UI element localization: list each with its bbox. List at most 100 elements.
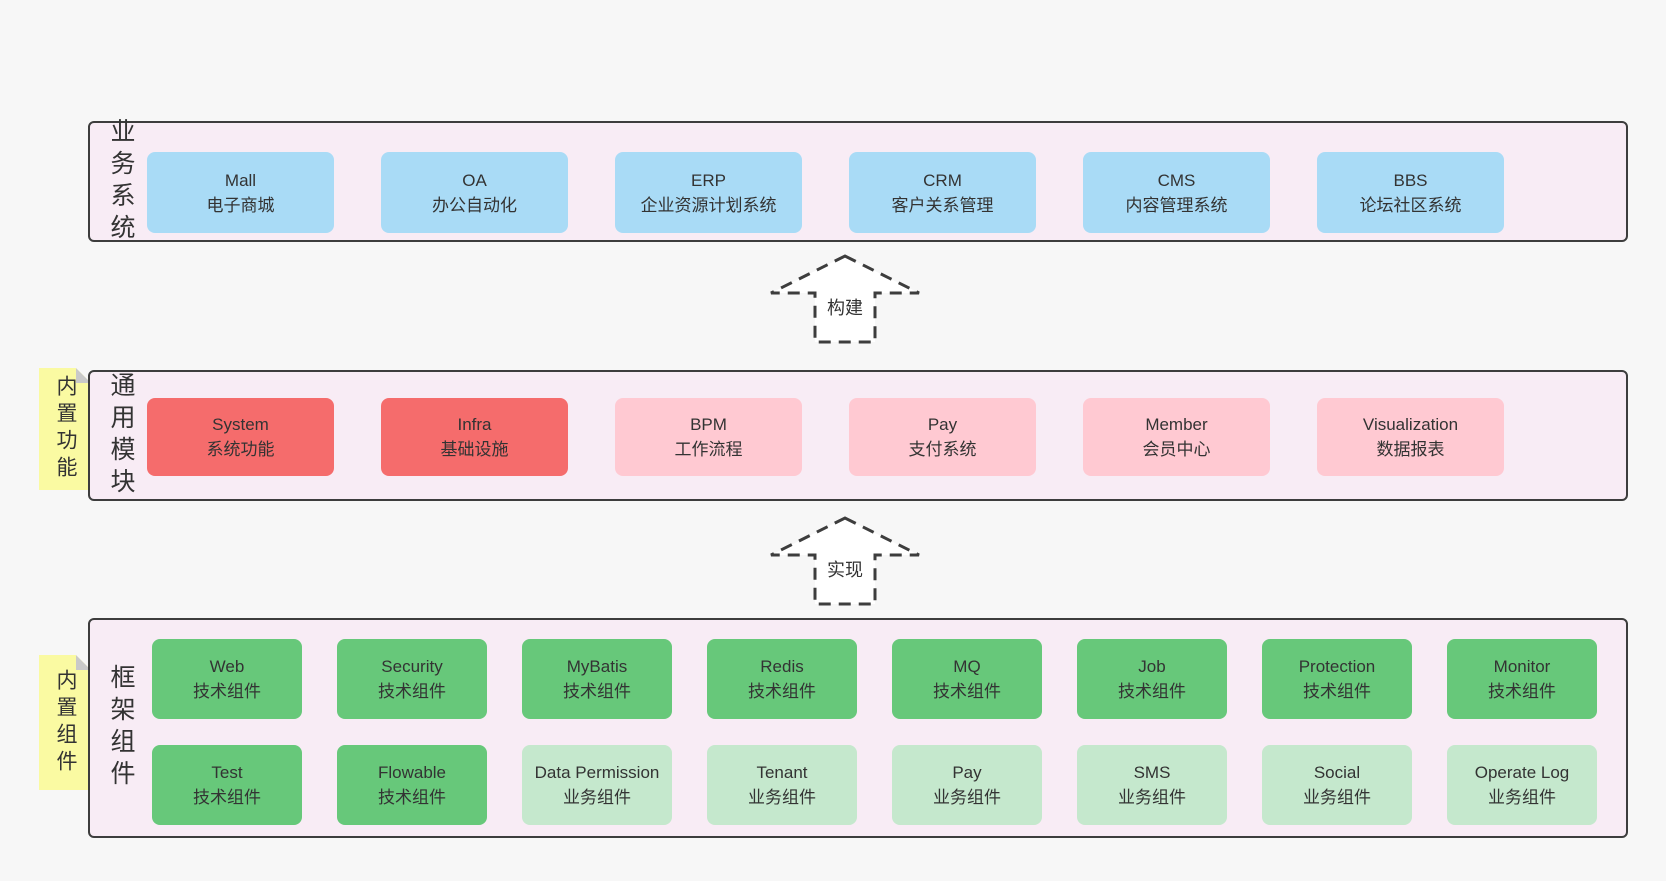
box-security: Security 技术组件 [337,639,487,719]
box-name: Pay [952,763,982,782]
box-desc: 业务组件 [563,788,631,807]
box-name: Flowable [377,763,447,782]
section-business-systems: 业务系统 Mall 电子商城 OA 办公自动化 ERP 企业资源计划系统 CRM… [88,118,1628,246]
business-systems-row: Mall 电子商城 OA 办公自动化 ERP 企业资源计划系统 CRM 客户关系… [147,152,1504,233]
box-pay-module: Pay 支付系统 [849,398,1036,476]
box-sms: SMS 业务组件 [1077,745,1227,825]
box-name: Infra [457,415,492,434]
box-name: ERP [691,170,726,190]
box-redis: Redis 技术组件 [707,639,857,719]
box-name: Pay [927,415,958,434]
box-desc: 基础设施 [440,440,509,459]
box-mall: Mall 电子商城 [147,152,334,233]
box-name: Web [209,657,245,676]
note-label: 内置组件 [54,668,77,777]
box-tenant: Tenant 业务组件 [707,745,857,825]
box-desc: 论坛社区系统 [1359,195,1462,215]
box-desc: 内容管理系统 [1125,195,1228,215]
box-desc: 会员中心 [1142,440,1211,459]
section-label-business-systems: 业务系统 [107,117,135,246]
box-name: BBS [1393,170,1428,190]
box-name: Member [1145,415,1208,434]
box-desc: 电子商城 [206,195,275,215]
box-name: Security [381,657,443,676]
common-modules-row: System 系统功能 Infra 基础设施 BPM 工作流程 Pay 支付系统… [147,398,1504,476]
box-crm: CRM 客户关系管理 [849,152,1036,233]
box-name: CMS [1157,170,1196,190]
box-mybatis: MyBatis 技术组件 [522,639,672,719]
box-pay-component: Pay 业务组件 [892,745,1042,825]
box-desc: 支付系统 [908,440,977,459]
box-social: Social 业务组件 [1262,745,1412,825]
box-desc: 工作流程 [674,440,743,459]
box-monitor: Monitor 技术组件 [1447,639,1597,719]
box-flowable: Flowable 技术组件 [337,745,487,825]
box-name: SMS [1133,763,1171,782]
box-name: BPM [690,415,727,434]
box-operate-log: Operate Log 业务组件 [1447,745,1597,825]
build-arrow-label: 构建 [823,293,867,321]
box-name: Job [1138,657,1166,676]
box-cms: CMS 内容管理系统 [1083,152,1270,233]
section-label-framework-components: 框架组件 [107,664,135,792]
box-desc: 技术组件 [1488,682,1556,701]
section-common-modules: 通用模块 System 系统功能 Infra 基础设施 BPM 工作流程 Pay… [88,370,1628,501]
box-web: Web 技术组件 [152,639,302,719]
box-desc: 技术组件 [1303,682,1371,701]
box-desc: 企业资源计划系统 [640,195,777,215]
box-data-permission: Data Permission 业务组件 [522,745,672,825]
framework-components-row-1: Web 技术组件 Security 技术组件 MyBatis 技术组件 Redi… [152,639,1597,719]
box-desc: 技术组件 [193,788,261,807]
note-built-in-components: 内置组件 [39,655,91,790]
box-desc: 业务组件 [1303,788,1371,807]
box-name: Protection [1298,657,1376,676]
framework-components-row-2: Test 技术组件 Flowable 技术组件 Data Permission … [152,745,1597,825]
box-desc: 业务组件 [933,788,1001,807]
box-desc: 技术组件 [193,682,261,701]
box-desc: 技术组件 [378,788,446,807]
box-name: OA [462,170,487,190]
box-desc: 业务组件 [1488,788,1556,807]
box-name: MyBatis [566,657,628,676]
box-desc: 技术组件 [378,682,446,701]
box-visualization: Visualization 数据报表 [1317,398,1504,476]
box-mq: MQ 技术组件 [892,639,1042,719]
box-job: Job 技术组件 [1077,639,1227,719]
box-name: Tenant [756,763,808,782]
box-desc: 技术组件 [563,682,631,701]
box-infra: Infra 基础设施 [381,398,568,476]
box-desc: 数据报表 [1376,440,1445,459]
box-name: Mall [224,170,257,190]
implement-arrow-label: 实现 [823,555,867,583]
box-erp: ERP 企业资源计划系统 [615,152,802,233]
note-label: 内置功能 [54,375,77,483]
box-desc: 系统功能 [206,440,275,459]
box-name: Monitor [1493,657,1551,676]
box-desc: 客户关系管理 [891,195,994,215]
box-desc: 技术组件 [933,682,1001,701]
box-desc: 技术组件 [1118,682,1186,701]
box-name: Redis [760,657,804,676]
section-label-common-modules: 通用模块 [107,371,135,500]
box-desc: 办公自动化 [432,195,517,215]
box-name: Social [1313,763,1361,782]
note-built-in-features: 内置功能 [39,368,91,490]
box-bpm: BPM 工作流程 [615,398,802,476]
section-framework-components: 框架组件 Web 技术组件 Security 技术组件 MyBatis 技术组件… [88,618,1628,838]
box-name: Visualization [1362,415,1459,434]
box-test: Test 技术组件 [152,745,302,825]
box-name: Data Permission [534,763,660,782]
box-name: Test [211,763,243,782]
box-system: System 系统功能 [147,398,334,476]
box-name: System [212,415,269,434]
box-desc: 技术组件 [748,682,816,701]
box-desc: 业务组件 [1118,788,1186,807]
box-desc: 业务组件 [748,788,816,807]
box-member: Member 会员中心 [1083,398,1270,476]
box-protection: Protection 技术组件 [1262,639,1412,719]
box-name: CRM [923,170,962,190]
box-name: MQ [953,657,981,676]
box-bbs: BBS 论坛社区系统 [1317,152,1504,233]
box-oa: OA 办公自动化 [381,152,568,233]
